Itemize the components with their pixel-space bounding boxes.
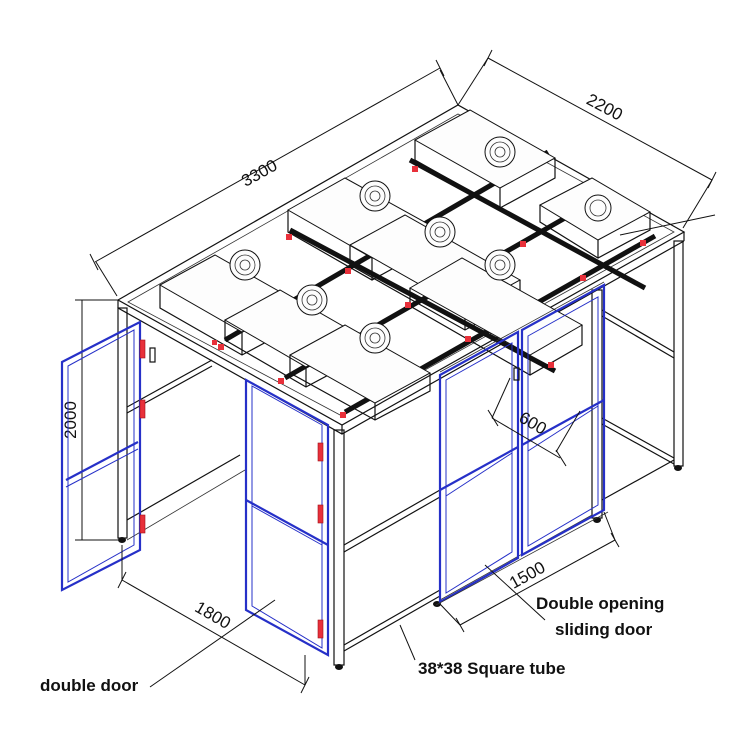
fan-filter-units	[158, 109, 652, 421]
ffu-unit	[288, 322, 432, 421]
ffu-unit	[538, 177, 652, 259]
dimension-1800: 1800	[117, 545, 310, 694]
leader-double-door	[149, 599, 276, 688]
dimension-1800-label: 1800	[192, 598, 234, 633]
square-tube-label: 38*38 Square tube	[418, 659, 566, 678]
fan-icon	[359, 322, 391, 354]
sliding-doors	[435, 281, 609, 606]
support-frame	[117, 240, 684, 670]
roof-frame	[116, 104, 686, 435]
door-handle	[149, 347, 156, 363]
dimension-600: 600	[487, 377, 581, 467]
leader-square-tube	[399, 624, 416, 661]
fan-icon	[584, 194, 612, 222]
foot	[674, 465, 682, 471]
leader-lines	[149, 214, 716, 688]
dimension-1500: 1500	[439, 511, 620, 633]
fan-icon	[484, 249, 516, 281]
leader-sliding-door	[484, 564, 546, 621]
ffu-unit	[408, 249, 584, 376]
fan-icon	[296, 284, 328, 316]
fan-icon	[229, 249, 261, 281]
dimension-3300-label: 3300	[238, 156, 280, 191]
leader-top-right	[619, 214, 716, 236]
roof-joints	[212, 166, 646, 418]
hinge	[317, 442, 324, 462]
sliding-door-label-line2: sliding door	[555, 620, 653, 639]
double-door-label: double door	[40, 676, 139, 695]
front-double-door	[244, 378, 330, 657]
dimension-2000: 2000	[61, 299, 118, 541]
fan-icon	[424, 216, 456, 248]
dimension-600-label: 600	[516, 408, 550, 439]
fan-icon	[484, 136, 516, 168]
foot	[335, 664, 343, 670]
dimension-2200-label: 2200	[583, 90, 625, 125]
foot	[593, 517, 601, 523]
hinge	[139, 514, 146, 534]
ffu-unit	[413, 109, 557, 209]
foot	[118, 537, 126, 543]
dimension-2000-label: 2000	[61, 401, 80, 439]
left-swing-door	[60, 320, 156, 592]
dimension-1500-label: 1500	[506, 558, 548, 593]
hinge	[139, 399, 146, 419]
hinge	[317, 619, 324, 639]
door-handle	[513, 367, 520, 381]
hinge	[139, 339, 146, 359]
fan-icon	[359, 180, 391, 212]
sliding-door-label-line1: Double opening	[536, 594, 665, 613]
hinge	[317, 504, 324, 524]
